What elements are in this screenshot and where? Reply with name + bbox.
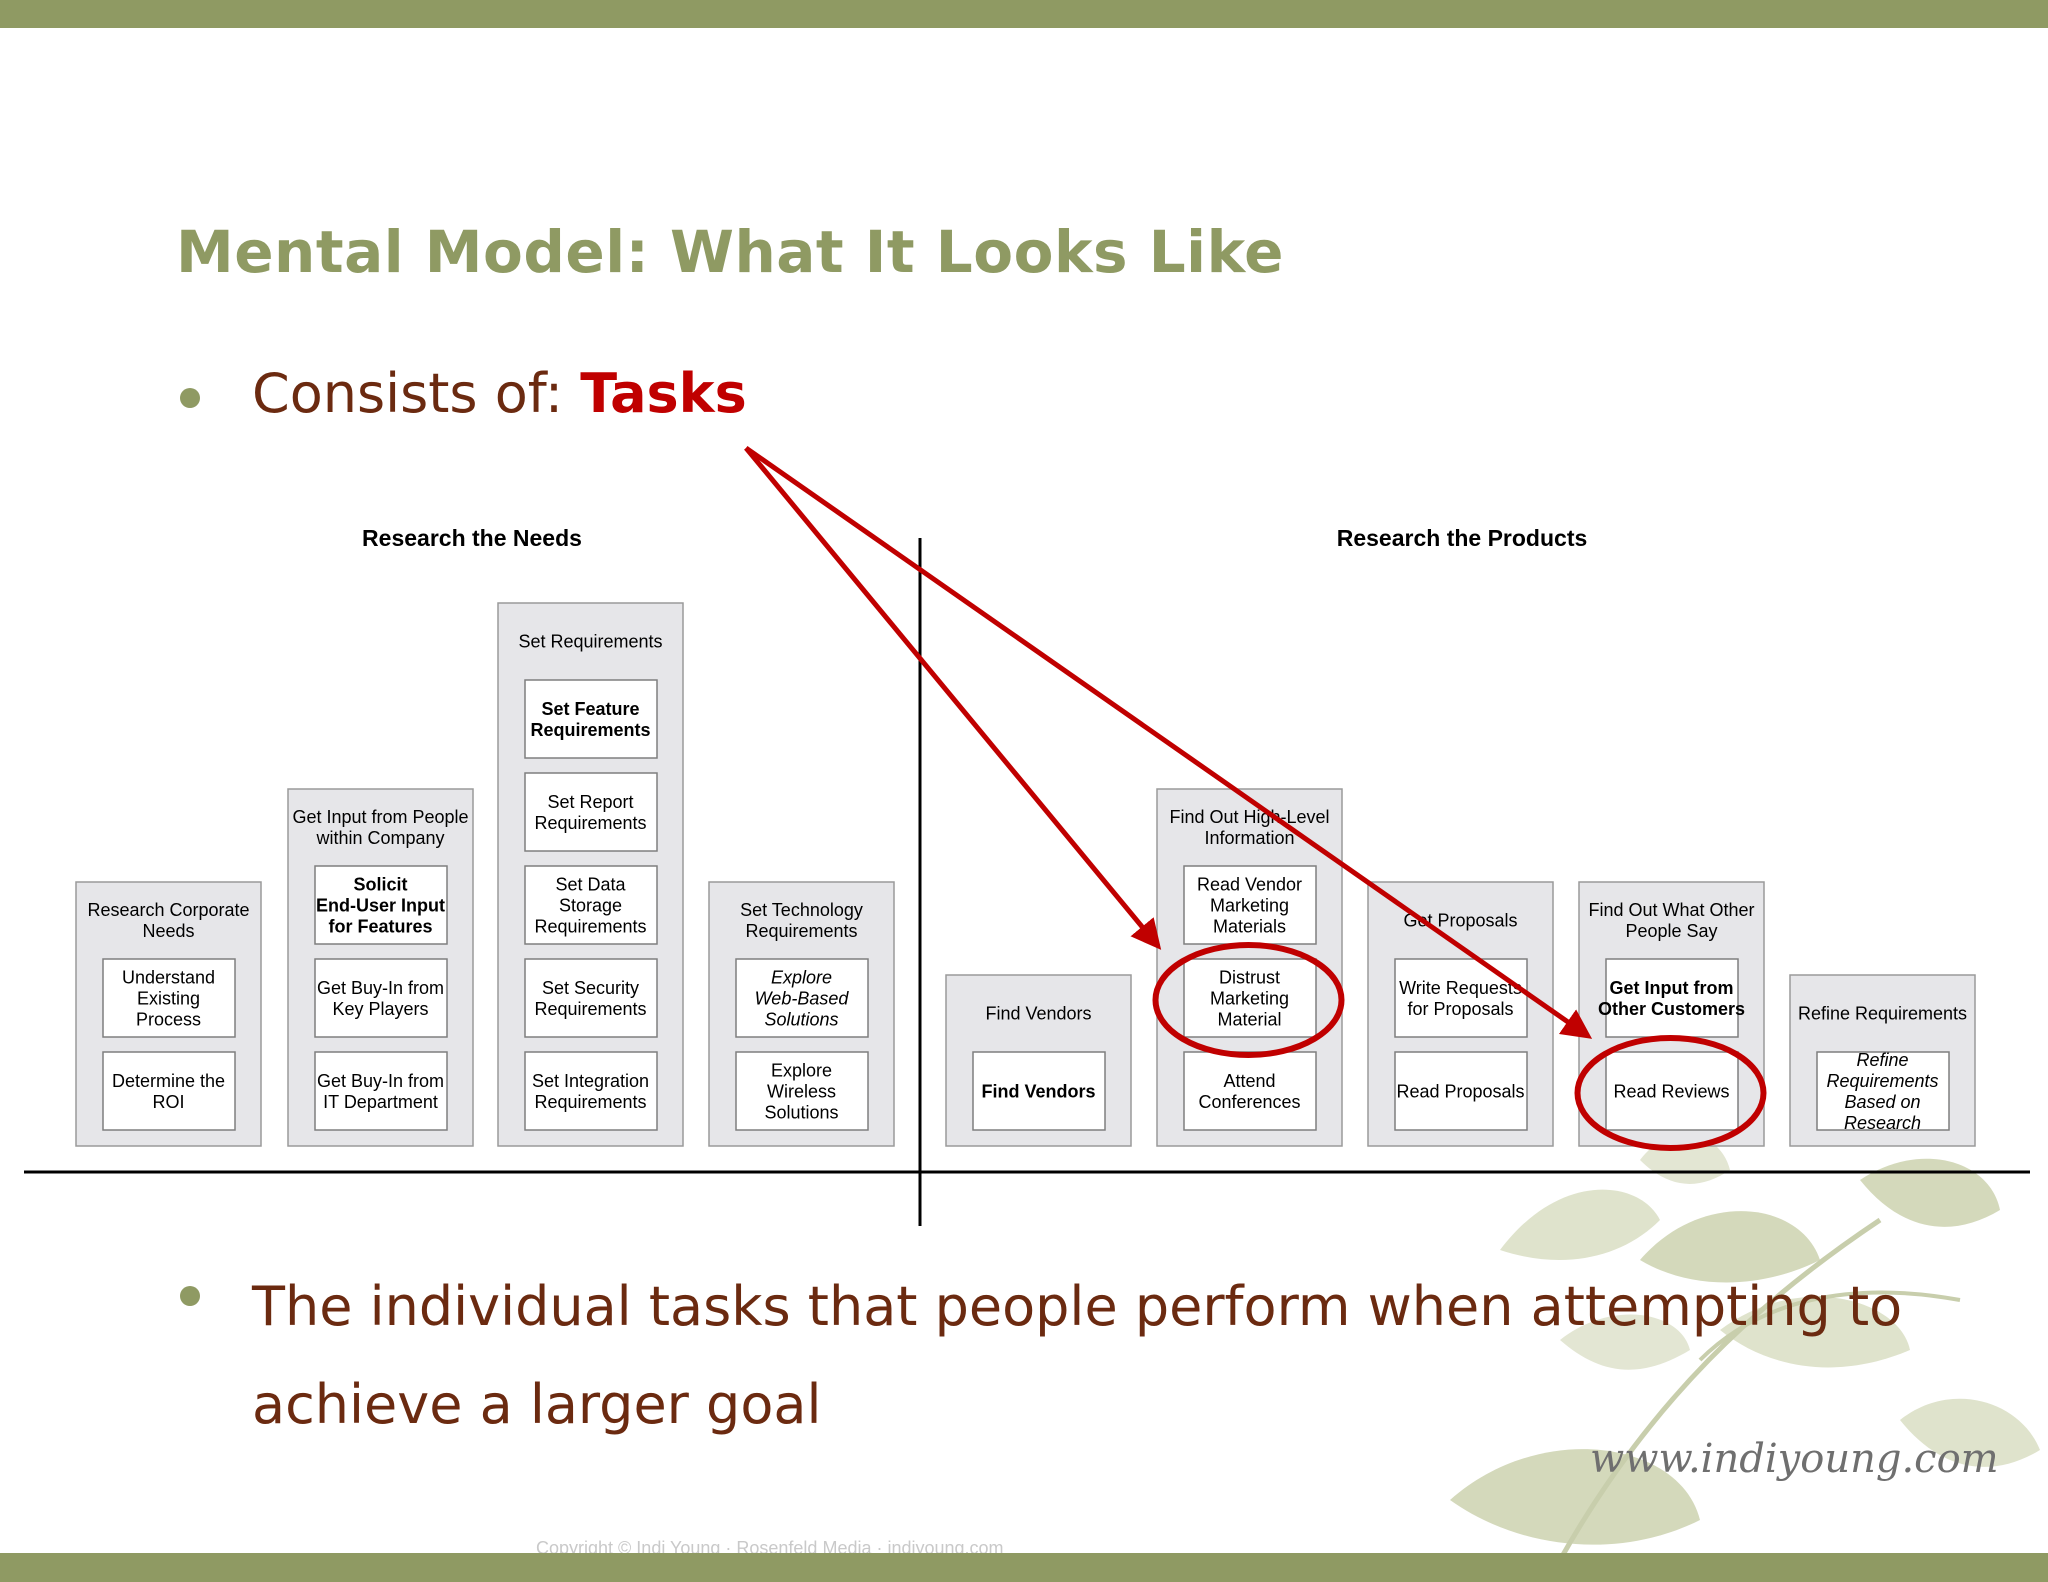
task-box-attend-conferences <box>1183 1051 1317 1131</box>
task-box-set-feature-requirements <box>524 679 658 759</box>
task-box-set-report-requirements <box>524 772 658 852</box>
slide-title: Mental Model: What It Looks Like <box>176 218 1284 286</box>
task-box-set-integration-requirements <box>524 1051 658 1131</box>
highlight-circle <box>1152 942 1345 1058</box>
top-accent-bar <box>0 0 2048 28</box>
task-box-write-requests-for-proposals <box>1394 958 1528 1038</box>
highlight-circle <box>1574 1035 1767 1151</box>
section-label-research-the-products: Research the Products <box>1337 525 1588 551</box>
website-watermark: www.indiyoung.com <box>1590 1436 1999 1482</box>
callout-arrow <box>744 446 1162 950</box>
task-box-get-input-from-other-customers <box>1605 958 1739 1038</box>
task-box-get-buy-in-from-it-department <box>314 1051 448 1131</box>
tower-label: Refine Requirements <box>1798 1003 1967 1023</box>
bullet-point-2 <box>180 1286 200 1306</box>
callout-arrow <box>744 445 1593 1039</box>
task-box-read-reviews <box>1605 1051 1739 1131</box>
tower-label: Set Requirements <box>518 631 662 651</box>
bullet-1-text: Consists of: Tasks <box>252 362 747 425</box>
task-box-find-vendors <box>972 1051 1106 1131</box>
task-box-set-security-requirements <box>524 958 658 1038</box>
bullet-point-1 <box>180 388 200 408</box>
bottom-accent-bar <box>0 1553 2048 1582</box>
task-box-solicit-end-user-input-for-features <box>314 865 448 945</box>
task-label: Read Reviews <box>1613 1081 1729 1101</box>
tower-label: Find Vendors <box>985 1003 1091 1023</box>
bullet-2-text: The individual tasks that people perform… <box>252 1275 1903 1436</box>
task-box-get-buy-in-from-key-players <box>314 958 448 1038</box>
task-box-refine-requirements-based-on-research <box>1816 1051 1950 1131</box>
task-box-read-proposals <box>1394 1051 1528 1131</box>
task-label: Find Vendors <box>981 1081 1095 1101</box>
task-label: Read Proposals <box>1396 1081 1524 1101</box>
task-box-understand-existing-process <box>102 958 236 1038</box>
task-box-distrust-marketing-material <box>1183 958 1317 1038</box>
section-label-research-the-needs: Research the Needs <box>362 525 582 551</box>
task-box-set-data-storage-requirements <box>524 865 658 945</box>
task-box-read-vendor-marketing-materials <box>1183 865 1317 945</box>
task-box-determine-the-roi <box>102 1051 236 1131</box>
task-box-explore-web-based-solutions <box>735 958 869 1038</box>
bullet-1-prefix: Consists of: <box>252 362 581 425</box>
bullet-1-keyword: Tasks <box>580 362 747 425</box>
task-box-explore-wireless-solutions <box>735 1051 869 1131</box>
